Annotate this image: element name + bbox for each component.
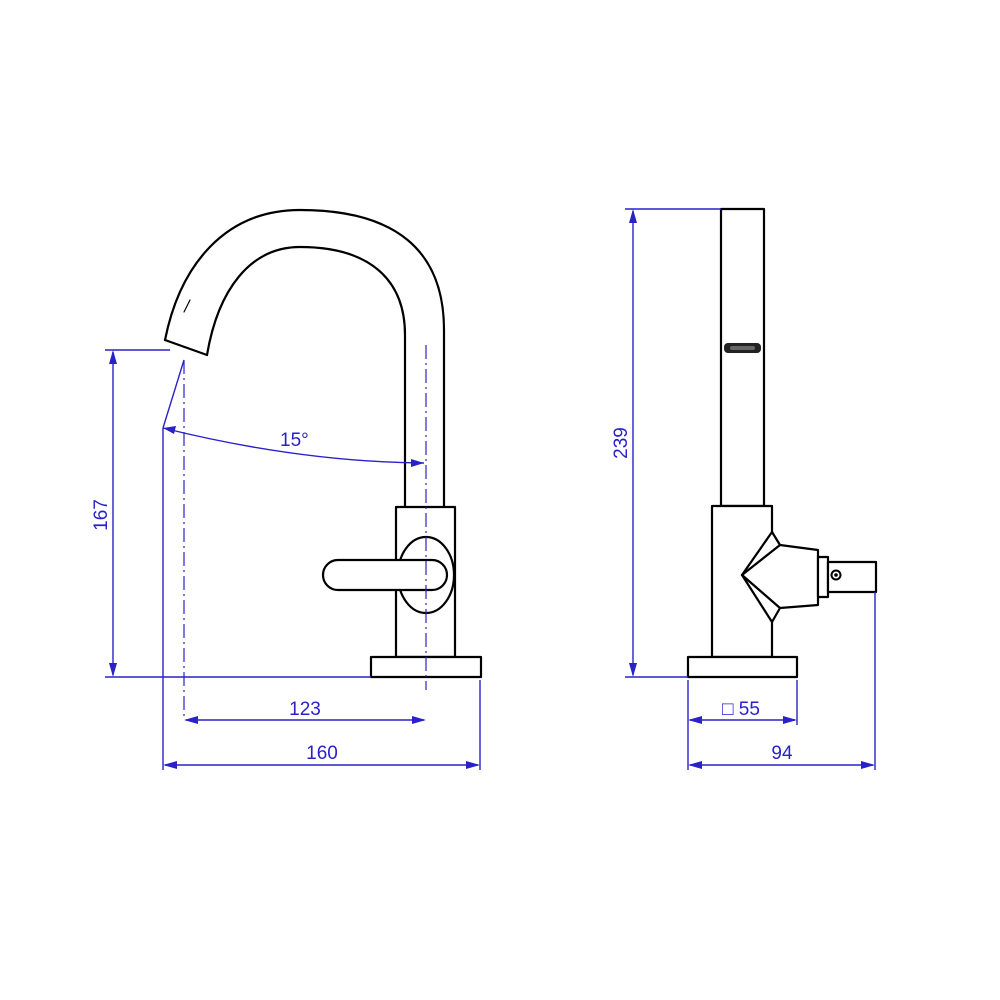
total-arrow-left <box>163 761 177 769</box>
lever-handle <box>321 558 449 592</box>
angle-arrow-left <box>163 426 176 434</box>
cartridge-ring <box>816 555 830 599</box>
height-arrow-bottom <box>109 663 117 677</box>
total-arrow-right <box>466 761 480 769</box>
side-base-plate <box>686 655 799 679</box>
angle-line <box>162 359 185 429</box>
spout-tip-marker <box>183 299 191 313</box>
diamond-edge-2 <box>740 573 782 610</box>
side-view: 239 □ 55 94 <box>611 207 878 770</box>
cartridge-stem <box>826 560 878 594</box>
reach-label: 123 <box>289 699 321 720</box>
base-arrow-right <box>783 716 797 724</box>
side-height-label: 239 <box>611 427 632 459</box>
diamond-edge-1 <box>740 543 782 577</box>
side-height-arrow-bottom <box>629 663 637 677</box>
reach-arrow-right <box>412 716 426 724</box>
aerator-slot <box>730 346 755 350</box>
angle-arrow-right <box>411 459 424 467</box>
base-arrow-left <box>688 716 702 724</box>
spout-tip <box>163 338 209 357</box>
diamond-handle <box>740 530 820 624</box>
spout-column <box>719 207 766 508</box>
total-label: 160 <box>306 743 338 764</box>
depth-arrow-right <box>861 761 875 769</box>
cartridge-screw-center <box>834 573 838 577</box>
base-label: □ 55 <box>722 699 760 720</box>
height-arrow-top <box>109 350 117 364</box>
cartridge-screw <box>830 569 842 581</box>
side-height-arrow-top <box>629 209 637 223</box>
angle-arc <box>162 427 425 464</box>
height-label: 167 <box>91 499 112 531</box>
depth-arrow-left <box>688 761 702 769</box>
reach-arrow-left <box>184 716 198 724</box>
spout-outer-curve <box>163 208 446 509</box>
depth-label: 94 <box>771 743 793 764</box>
front-view: 15° 167 123 160 <box>91 208 483 770</box>
spout-inner-curve <box>205 245 407 509</box>
angle-label: 15° <box>280 430 309 451</box>
